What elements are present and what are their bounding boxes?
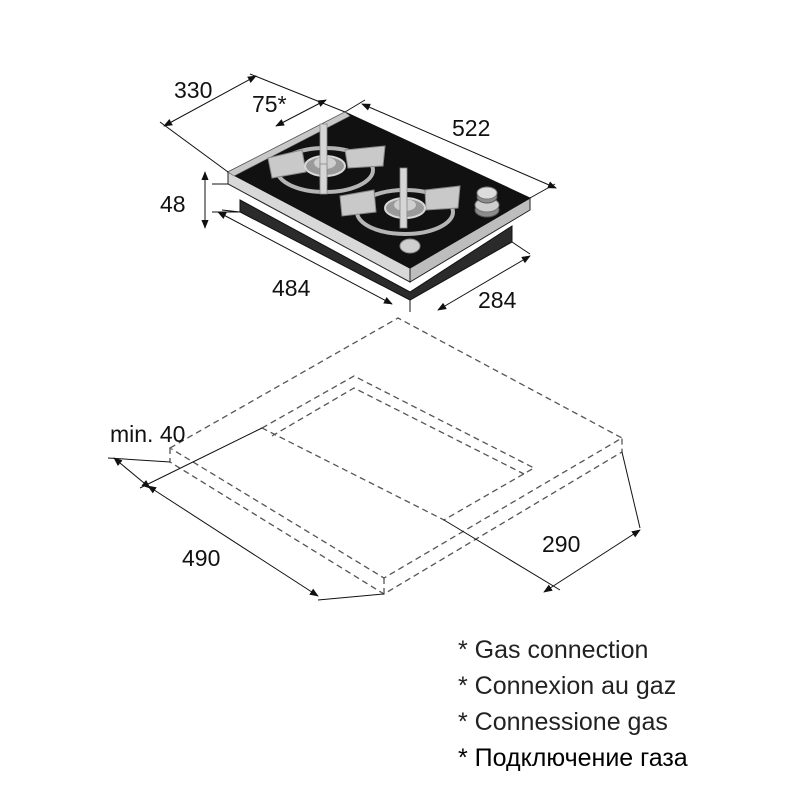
label-min40: min. 40 (110, 421, 185, 447)
hob-dimensions (159, 73, 557, 312)
label-75: 75* (252, 91, 287, 117)
legend-line-en: * Gas connection (458, 636, 649, 664)
legend-line-it: * Connessione gas (458, 708, 668, 736)
knob-2 (476, 186, 498, 204)
label-290: 290 (542, 531, 580, 557)
dim-line-484 (217, 211, 393, 305)
label-484: 484 (272, 275, 311, 301)
legend-line-ru: * Подключение газа (458, 744, 688, 772)
label-284: 284 (478, 287, 517, 313)
burner-2 (339, 167, 461, 254)
hob-back-trim (227, 111, 351, 177)
label-522: 522 (452, 115, 490, 141)
dim-line-490 (147, 485, 319, 597)
dim-line-330 (163, 75, 257, 127)
cutout-opening (260, 375, 536, 521)
dim-line-522 (361, 103, 557, 189)
label-330: 330 (174, 77, 212, 103)
dim-line-284 (437, 255, 531, 311)
legend-line-fr: * Connexion au gaz (458, 672, 677, 700)
label-48: 48 (160, 191, 186, 217)
worktop-outline (168, 317, 624, 579)
dim-line-75 (275, 99, 327, 127)
label-490: 490 (182, 545, 220, 571)
gas-connection-legend: * Gas connection * Connexion au gaz * Co… (458, 632, 688, 776)
cutout-dimensions (107, 427, 641, 601)
dim-line-290 (543, 529, 641, 593)
dim-line-min40 (113, 457, 151, 489)
